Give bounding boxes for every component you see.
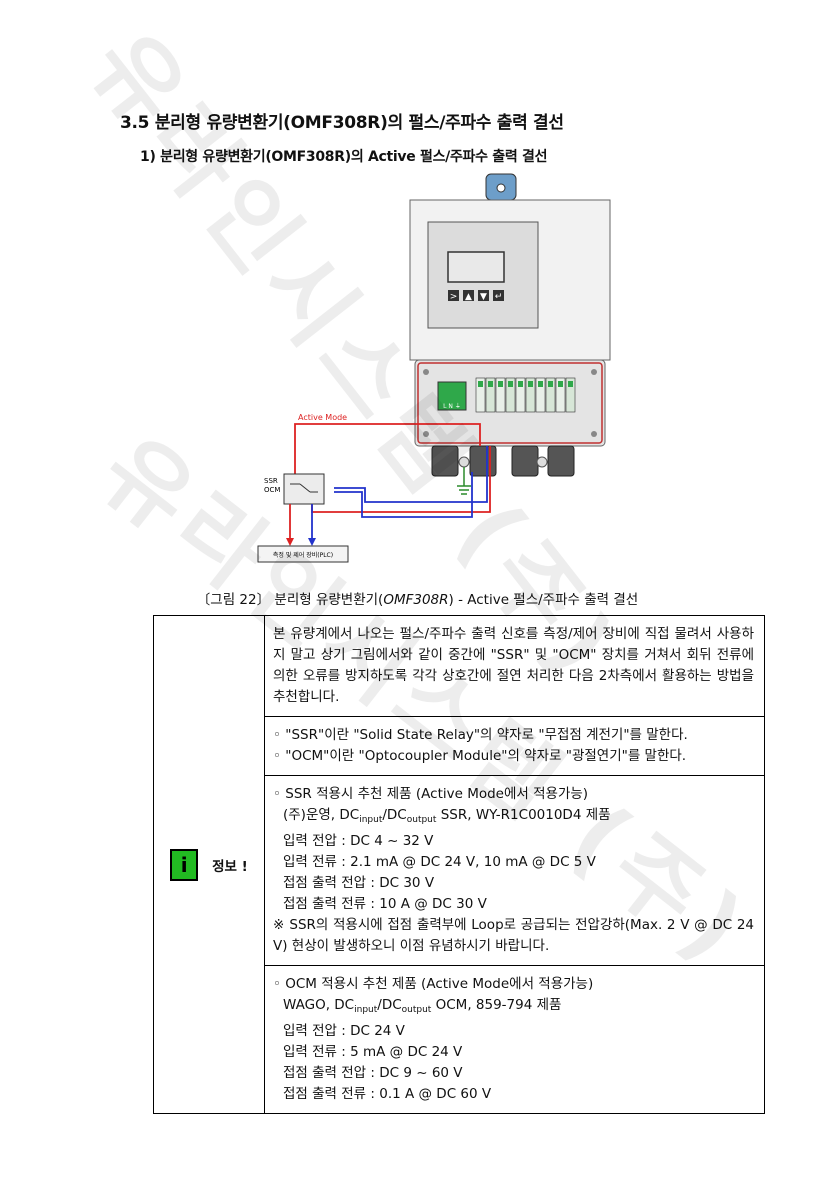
ocm-spec-output-current: 접점 출력 전류 : 0.1 A @ DC 60 V [283, 1086, 492, 1102]
terminal-block [525, 377, 536, 413]
terminal-screw [548, 381, 553, 387]
ocm-spec-input-voltage: 입력 전압 : DC 24 V [283, 1023, 405, 1039]
terminal-block [505, 377, 516, 413]
terminal-screw [518, 381, 523, 387]
info-icon: i [170, 848, 199, 881]
terminal-block [555, 377, 566, 413]
terminal-screw [558, 381, 563, 387]
key-enter: ↵ [495, 292, 503, 302]
terminal-screw [508, 381, 513, 387]
def-ssr: ◦ "SSR"이란 "Solid State Relay"의 약자로 "무접점 … [273, 727, 688, 743]
power-terminal-label: L N ⏚ [443, 403, 461, 410]
terminal-screw [568, 381, 573, 387]
plc-label: 측정 및 제어 장비(PLC) [273, 551, 333, 559]
section-heading: 3.5 분리형 유량변환기(OMF308R)의 펄스/주파수 출력 결선 [120, 113, 564, 133]
keypad: > ▲ ▼ ↵ [448, 290, 504, 302]
ocm-spec-input-current: 입력 전류 : 5 mA @ DC 24 V [283, 1044, 463, 1060]
terminal-screw [498, 381, 503, 387]
ssr-spec-output-voltage: 접점 출력 전압 : DC 30 V [283, 875, 435, 891]
ssr-product: (주)운영, DCinput/DCoutput SSR, WY-R1C0010D… [283, 807, 611, 825]
subsection-heading: 1) 분리형 유량변환기(OMF308R)의 Active 펄스/주파수 출력 … [140, 149, 548, 165]
key-down: ▼ [480, 292, 487, 302]
ssr-spec-input-voltage: 입력 전압 : DC 4 ~ 32 V [283, 833, 434, 849]
ssr-title: ◦ SSR 적용시 추천 제품 (Active Mode에서 적용가능) [273, 786, 589, 802]
terminal-block [535, 377, 546, 413]
info-intro: 본 유량계에서 나오는 펄스/주파수 출력 신호를 측정/제어 장비에 직접 물… [264, 615, 765, 717]
ocm-product: WAGO, DCinput/DCoutput OCM, 859-794 제품 [283, 997, 562, 1015]
ssr-spec-input-current: 입력 전류 : 2.1 mA @ DC 24 V, 10 mA @ DC 5 V [283, 854, 596, 870]
wiring-diagram: > ▲ ▼ ↵ L N ⏚ Active Mode SSR OCM 측정 및 제… [257, 173, 611, 563]
info-defs: ◦ "SSR"이란 "Solid State Relay"의 약자로 "무접점 … [264, 716, 765, 776]
terminal-screw [528, 381, 533, 387]
terminal-block [545, 377, 556, 413]
terminal-screw [488, 381, 493, 387]
ssr-label: SSR [264, 477, 278, 485]
info-side-cell: i 정보 ! [153, 615, 265, 1114]
ssr-spec-output-current: 접점 출력 전류 : 10 A @ DC 30 V [283, 896, 487, 912]
terminal-block [485, 377, 496, 413]
info-ssr: ◦ SSR 적용시 추천 제품 (Active Mode에서 적용가능) (주)… [264, 775, 765, 966]
caption-model: OMF308R [383, 592, 449, 608]
ocm-label: OCM [264, 486, 280, 494]
terminal-screw [538, 381, 543, 387]
key-up: ▲ [465, 292, 472, 302]
figure-caption: 〔그림 22〕 분리형 유량변환기(OMF308R) - Active 펄스/주… [196, 592, 639, 608]
ocm-spec-output-voltage: 접점 출력 전압 : DC 9 ~ 60 V [283, 1065, 463, 1081]
info-label: 정보 ! [212, 858, 248, 875]
terminal-block [565, 377, 576, 413]
ssr-note: ※ SSR의 적용시에 접점 출력부에 Loop로 공급되는 전압강하(Max.… [273, 917, 754, 954]
terminal-screw [478, 381, 483, 387]
info-table: i 정보 ! 본 유량계에서 나오는 펄스/주파수 출력 신호를 측정/제어 장비… [153, 615, 765, 1114]
terminal-block [495, 377, 506, 413]
terminal-block [475, 377, 486, 413]
key-right: > [450, 292, 458, 302]
info-ocm: ◦ OCM 적용시 추천 제품 (Active Mode에서 적용가능) WAG… [264, 965, 765, 1114]
ocm-title: ◦ OCM 적용시 추천 제품 (Active Mode에서 적용가능) [273, 976, 594, 992]
terminal-block [515, 377, 526, 413]
def-ocm: ◦ "OCM"이란 "Optocoupler Module"의 약자로 "광절연… [273, 748, 687, 764]
active-mode-label: Active Mode [298, 413, 347, 422]
